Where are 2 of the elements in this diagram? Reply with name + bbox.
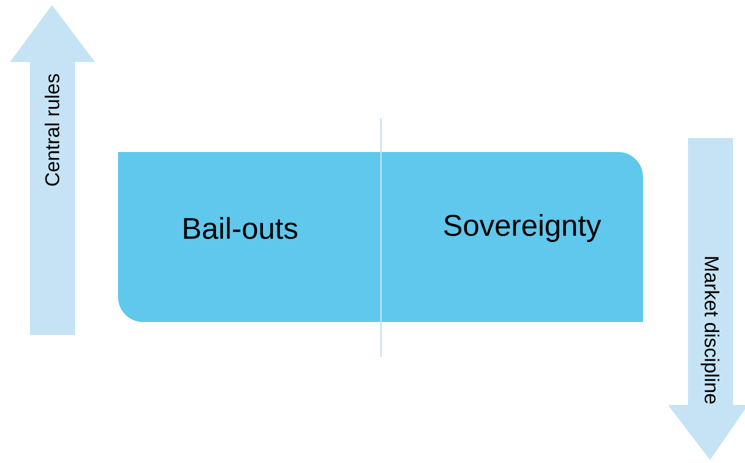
block-half: Sovereignty [381,152,643,322]
block-half: Bail-outs [118,152,381,322]
